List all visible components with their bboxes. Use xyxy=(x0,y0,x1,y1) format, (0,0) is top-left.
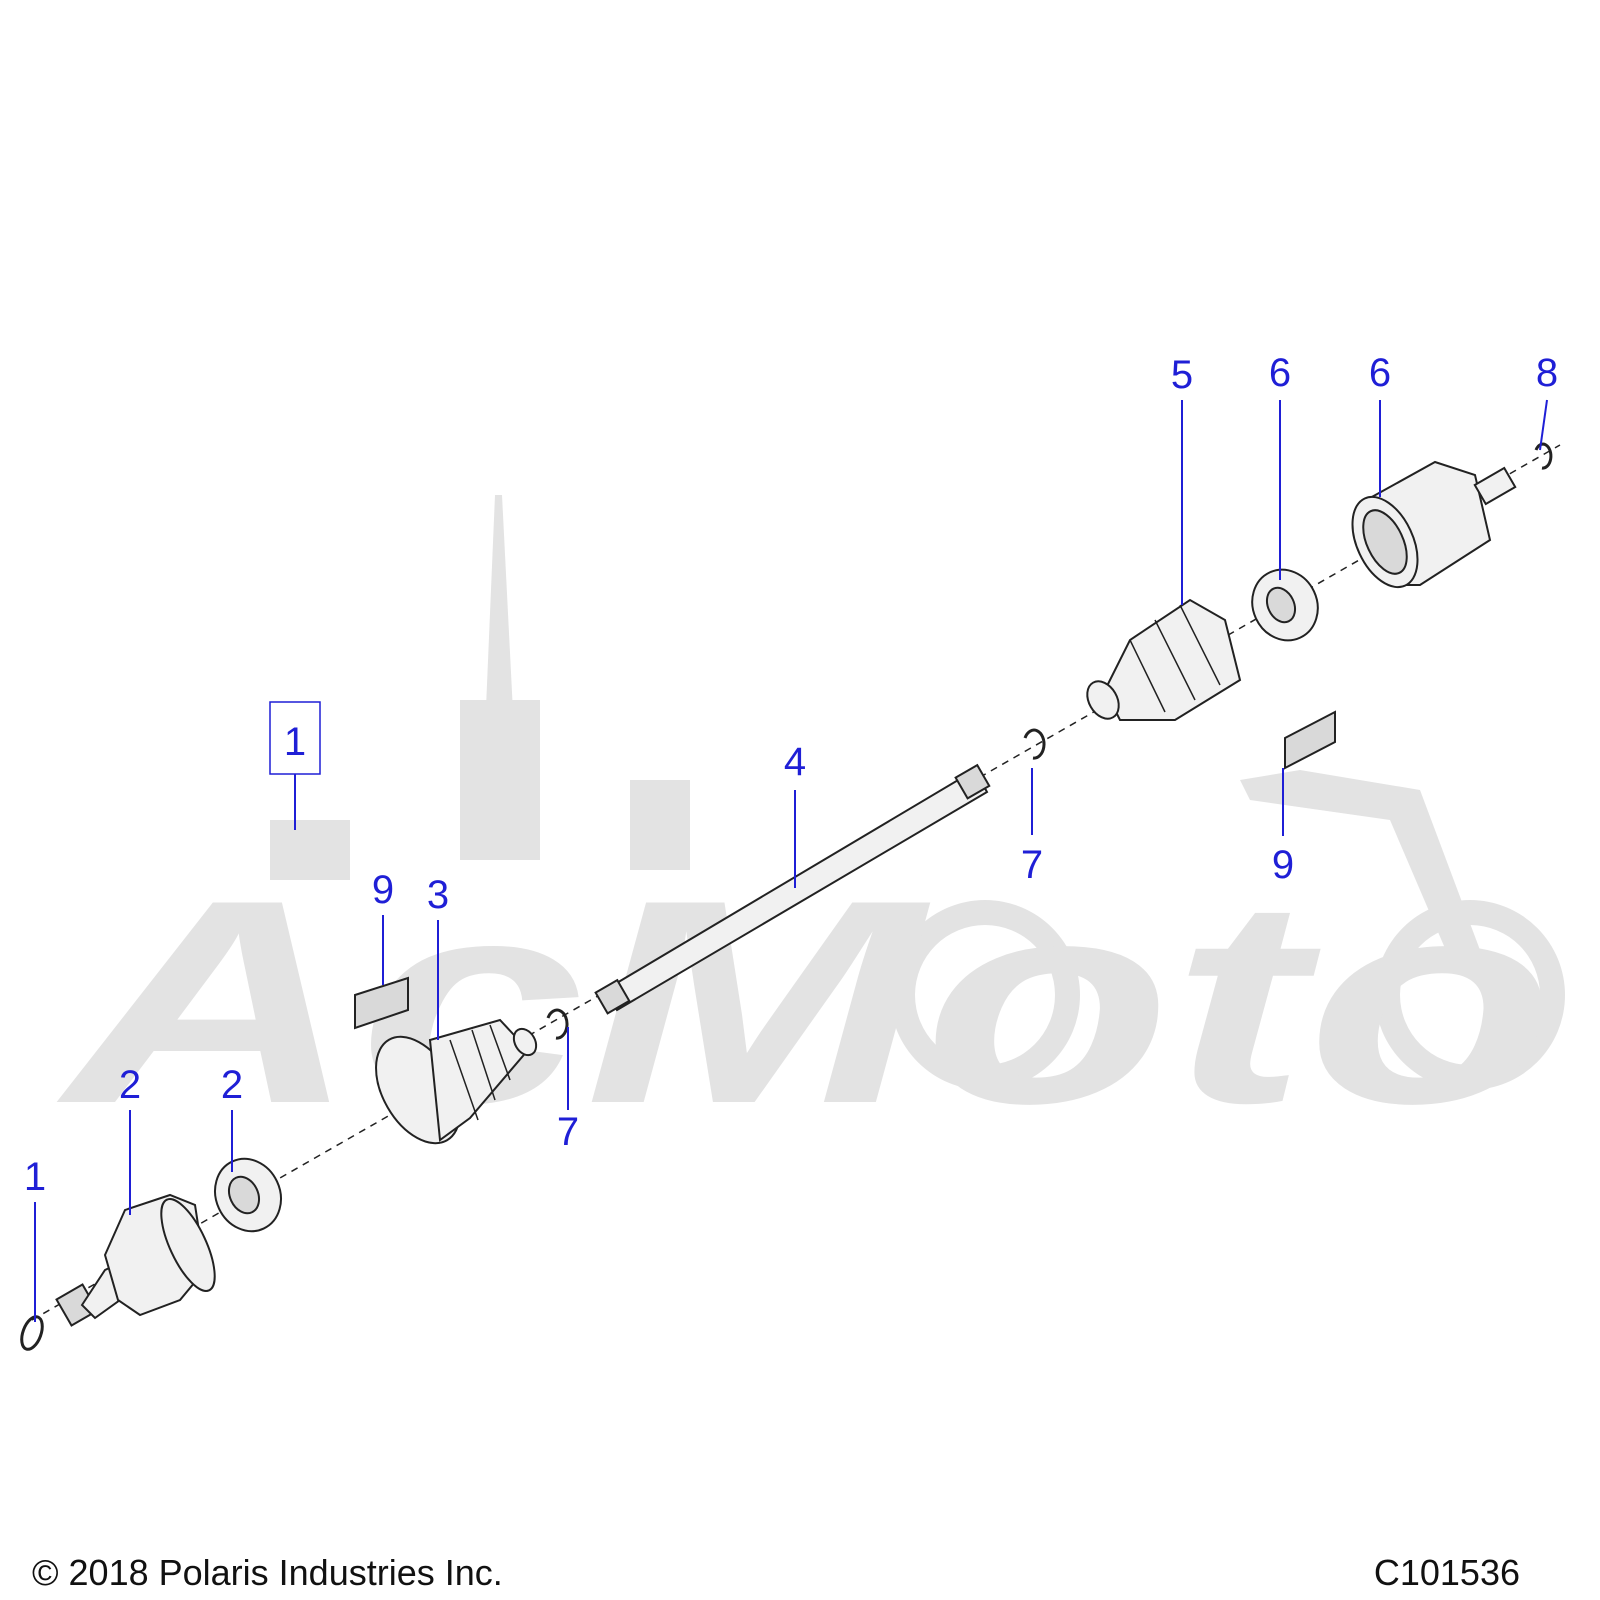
callout-7-lower: 7 xyxy=(557,1110,579,1154)
part-axle-shaft xyxy=(594,763,991,1015)
watermark-dome xyxy=(270,820,350,880)
diagram-id: C101536 xyxy=(1373,1552,1520,1593)
callout-9-right: 9 xyxy=(1272,843,1294,887)
copyright-notice: © 2018 Polaris Industries Inc. xyxy=(32,1552,503,1593)
callout-6-housing: 6 xyxy=(1369,351,1391,395)
watermark-turret xyxy=(630,780,690,870)
callout-1: 1 xyxy=(24,1155,46,1199)
callout-2-race: 2 xyxy=(221,1063,243,1107)
part-inner-race-2 xyxy=(1251,568,1319,642)
watermark-bike-frame xyxy=(1240,770,1480,960)
part-grease-packet-9b xyxy=(1284,710,1336,770)
part-outer-housing xyxy=(1351,460,1517,589)
watermark-logo: AcMoto xyxy=(52,495,1565,1164)
callout-1-boxed: 1 xyxy=(284,720,306,764)
callout-6-race: 6 xyxy=(1269,351,1291,395)
callout-7-upper: 7 xyxy=(1021,843,1043,887)
watermark-tower xyxy=(460,700,540,860)
callout-9-left: 9 xyxy=(372,868,394,912)
callout-2-housing: 2 xyxy=(119,1063,141,1107)
part-boot-outer xyxy=(1086,598,1242,721)
part-boot-inner xyxy=(375,1018,538,1145)
callout-8: 8 xyxy=(1536,351,1558,395)
part-clip-8 xyxy=(1534,442,1553,470)
callout-4: 4 xyxy=(784,740,806,784)
part-circlip-7b xyxy=(1023,728,1046,760)
callout-5: 5 xyxy=(1171,353,1193,397)
callout-3: 3 xyxy=(427,873,449,917)
part-grease-packet-9a xyxy=(354,976,409,1030)
part-ring-1 xyxy=(20,1315,44,1351)
part-cv-housing xyxy=(55,1193,216,1327)
part-circlip-7a xyxy=(546,1008,569,1040)
